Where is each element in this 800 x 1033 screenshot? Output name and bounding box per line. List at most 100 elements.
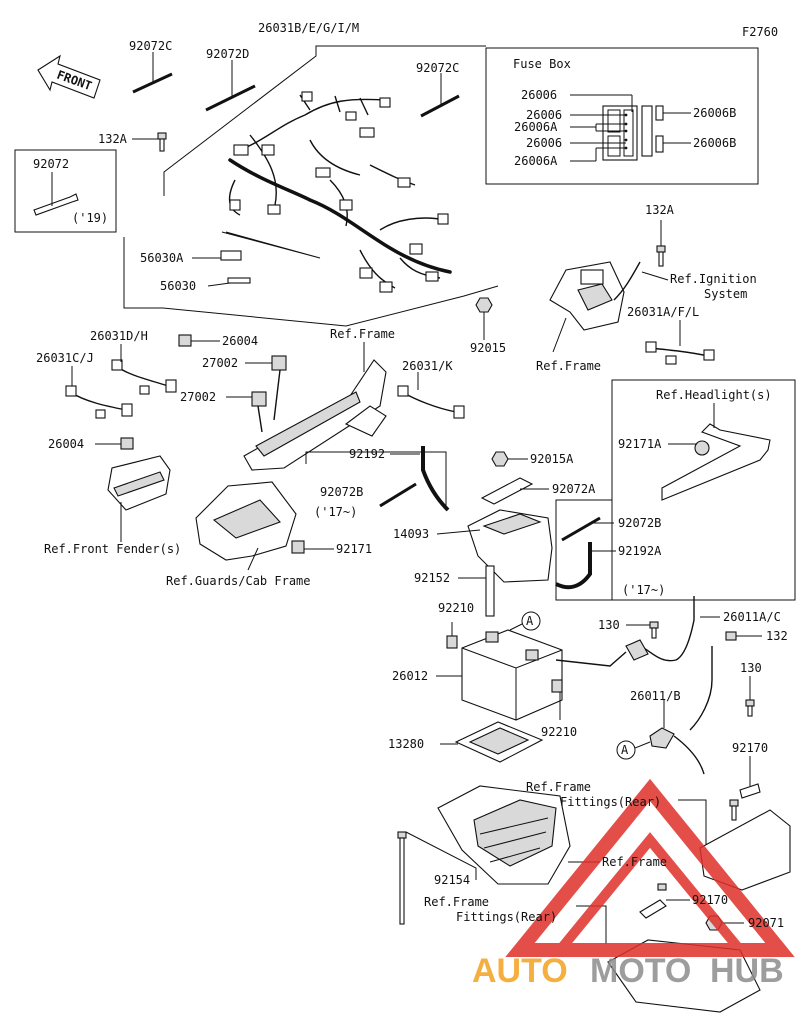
part-label-p-26031a: 26031A/F/L	[627, 305, 699, 319]
clamp-92072-box	[14, 149, 117, 233]
part-label-p-ref-frame-fit-a1: Ref.Frame	[526, 780, 591, 794]
part-label-p-92072a: 92072A	[552, 482, 596, 496]
main-harness-frame	[123, 45, 499, 327]
cable-26011b-icon	[649, 727, 705, 775]
connector-26004-icon	[178, 334, 192, 347]
part-label-p-56030a: 56030A	[140, 251, 184, 265]
part-label-p-27002-a: 27002	[202, 356, 238, 370]
part-label-p-92170-b: 92170	[692, 893, 728, 907]
tube-92152-icon	[485, 565, 495, 617]
part-label-p-92072: 92072	[33, 157, 69, 171]
clamp-92072-icon	[33, 193, 79, 216]
part-label-p-130-a: 130	[598, 618, 620, 632]
part-label-p-26006-a: 26006	[521, 88, 557, 102]
part-label-p-130-b: 130	[740, 661, 762, 675]
part-label-p-26011a: 26011A/C	[723, 610, 781, 624]
part-label-p-19: ('19)	[72, 211, 108, 225]
bolt-130-b-icon	[745, 699, 755, 717]
harness-clip-56030-icon	[220, 250, 251, 284]
sub-harness-26031d-icon	[111, 359, 177, 395]
bolt-92170-b-icon	[639, 883, 667, 919]
battery-mat-13280-icon	[454, 721, 544, 763]
part-label-p-ref-frame-fit-b1: Ref.Frame	[424, 895, 489, 909]
part-label-p-92171a: 92171A	[618, 437, 662, 451]
battery-case-icon	[467, 509, 553, 583]
ignition-bracket-icon	[549, 261, 625, 331]
figure-code: F2760	[742, 25, 778, 39]
part-label-p-26004-b: 26004	[48, 437, 84, 451]
part-label-p-26004-a: 26004	[222, 334, 258, 348]
part-label-p-14093: 14093	[393, 527, 429, 541]
part-label-p-callout-a2: A	[621, 743, 629, 757]
part-label-p-26031d: 26031D/H	[90, 329, 148, 343]
part-label-p-132a-a: 132A	[98, 132, 128, 146]
cable-26011a-icon	[555, 596, 695, 667]
sub-harness-26031a-icon	[645, 341, 715, 365]
part-label-p-ref-frame-a: Ref.Frame	[536, 359, 601, 373]
rear-frame-icon	[437, 785, 571, 885]
part-label-p-132: 132	[766, 629, 788, 643]
cover-92210-icon	[446, 635, 458, 649]
part-label-p-26006-b: 26006	[526, 108, 562, 122]
part-label-p-92210-b: 92210	[541, 725, 577, 739]
front-fender-icon	[107, 455, 171, 511]
callout-a-circle-b	[616, 740, 636, 760]
part-label-p-26006-c: 26006	[526, 136, 562, 150]
part-label-p-92072c-a: 92072C	[129, 39, 172, 53]
battery-26012-icon	[461, 629, 563, 721]
tie-wrap-icon	[132, 72, 460, 118]
fuse-leader-lines	[570, 94, 691, 162]
part-label-p-92015: 92015	[470, 341, 506, 355]
bolt-92154-icon	[397, 831, 407, 925]
part-label-p-17-a: ('17~)	[314, 505, 357, 519]
part-label-p-ref-frame-b: Ref.Frame	[330, 327, 395, 341]
part-label-p-26006a-b: 26006A	[514, 154, 558, 168]
part-label-p-callout-a1: A	[526, 614, 534, 628]
bracket-92072a-icon	[480, 477, 534, 505]
part-label-p-ref-guards: Ref.Guards/Cab Frame	[166, 574, 311, 588]
part-label-p-26011b: 26011/B	[630, 689, 681, 703]
part-label-p-92072c-b: 92072C	[416, 61, 459, 75]
part-label-p-26031k: 26031/K	[402, 359, 453, 373]
svg-text:MOTO: MOTO	[590, 952, 691, 990]
part-label-p-92192: 92192	[349, 447, 385, 461]
part-label-p-13280: 13280	[388, 737, 424, 751]
part-label-p-26006a-a: 26006A	[514, 120, 558, 134]
part-labels: 26031B/E/G/I/M92072C92072D92072C132A9207…	[33, 21, 788, 930]
fuse-box-icon	[602, 105, 664, 161]
part-label-p-ref-fender: Ref.Front Fender(s)	[44, 542, 181, 556]
part-label-p-92072b-a: 92072B	[320, 485, 363, 499]
part-label-p-26006b-a: 26006B	[693, 106, 736, 120]
bolt-130-icon	[649, 621, 659, 639]
part-label-p-ref-ign-1: Ref.Ignition	[670, 272, 757, 286]
strap-92072b-b-icon	[561, 516, 601, 542]
cover-92210-b-icon	[551, 679, 563, 693]
part-label-p-92210-a: 92210	[438, 601, 474, 615]
svg-text:HUB: HUB	[710, 952, 784, 990]
fuse-box-title: Fuse Box	[513, 57, 571, 71]
part-label-p-ref-frame-fit-b2: Fittings(Rear)	[456, 910, 557, 924]
main-harness-icon	[228, 91, 452, 293]
fuse-box-frame	[485, 47, 759, 185]
grommet-92171-icon	[291, 540, 305, 554]
connector-26004-b-icon	[120, 437, 134, 450]
part-label-p-ref-headlight: Ref.Headlight(s)	[656, 388, 772, 402]
part-label-p-27002-b: 27002	[180, 390, 216, 404]
vent-tube-92192-icon	[421, 446, 450, 512]
part-label-p-92154: 92154	[434, 873, 470, 887]
sub-harness-26031k-icon	[397, 385, 465, 419]
part-label-p-ref-ign-2: System	[704, 287, 747, 301]
part-label-p-26006b-b: 26006B	[693, 136, 736, 150]
bolt-92170-icon	[729, 783, 761, 821]
part-label-p-26031b: 26031B/E/G/I/M	[258, 21, 359, 35]
rear-plate-icon	[607, 939, 761, 1013]
part-label-p-92171: 92171	[336, 542, 372, 556]
nut-132-icon	[725, 631, 737, 641]
guards-cab-frame-icon	[195, 481, 297, 561]
part-label-p-92152: 92152	[414, 571, 450, 585]
part-label-p-132a-b: 132A	[645, 203, 675, 217]
part-label-p-17-b: ('17~)	[622, 583, 665, 597]
frame-bracket-icon	[243, 359, 387, 471]
part-label-p-26012: 26012	[392, 669, 428, 683]
bolt-132a-icon	[157, 132, 167, 152]
